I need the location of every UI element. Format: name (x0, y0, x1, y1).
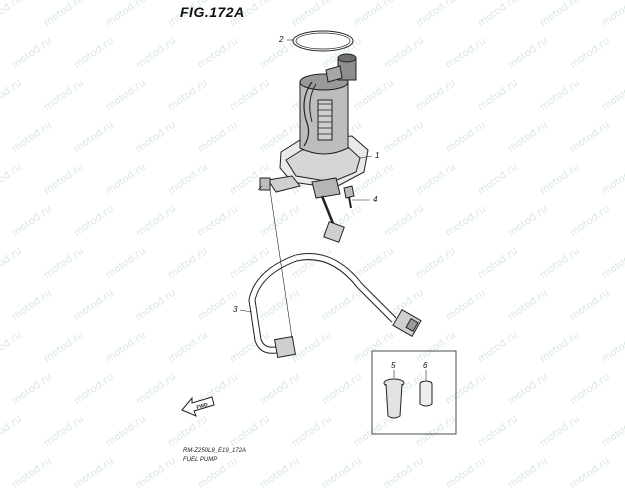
forward-arrow-icon: FWD (181, 396, 215, 417)
callout-6: 6 (423, 361, 428, 370)
callout-2: 2 (279, 35, 284, 44)
figure-code: RM-Z250L8_E19_172A (183, 448, 247, 454)
callout-1: 1 (375, 151, 380, 160)
callout-4: 4 (373, 195, 378, 204)
callout-3: 3 (233, 305, 238, 314)
fwd-label: FWD (196, 402, 209, 411)
grommet-part (383, 378, 405, 419)
bolt-part (343, 185, 355, 209)
inset-box (371, 350, 457, 435)
fuel-pump-assembly (259, 53, 369, 243)
cap-part (419, 380, 433, 407)
figure-title: FIG.172A (180, 4, 245, 20)
o-ring-part (292, 30, 354, 52)
fuel-hose (248, 253, 422, 359)
callout-5: 5 (391, 361, 396, 370)
figure-description: FUEL PUMP (183, 457, 218, 463)
exploded-view-drawing: FWD (181, 30, 457, 435)
